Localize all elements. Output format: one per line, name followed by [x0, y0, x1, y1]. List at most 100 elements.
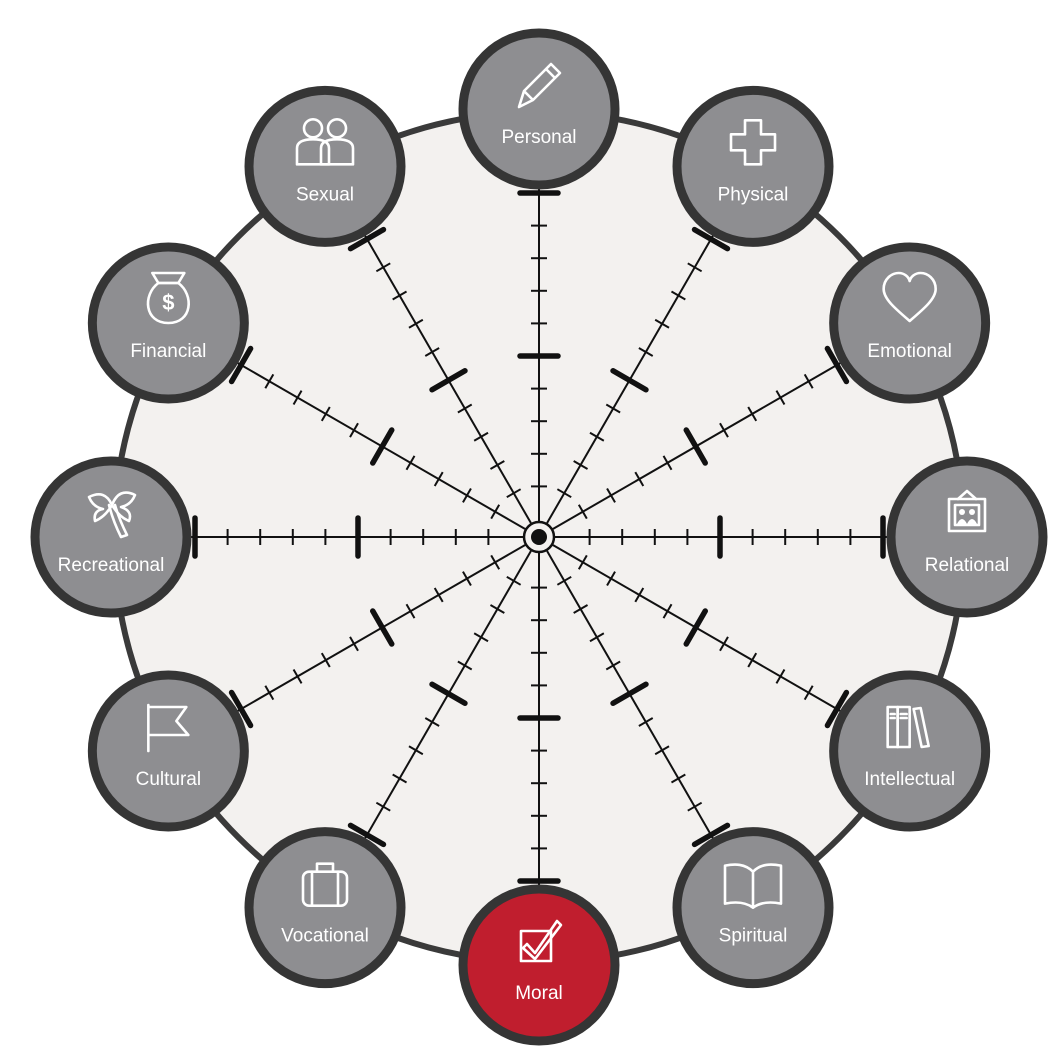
minor-tick: [662, 455, 673, 471]
spoke-line: [546, 231, 716, 524]
minor-tick: [573, 460, 589, 470]
cross-icon: [729, 119, 777, 166]
minor-tick: [292, 390, 303, 406]
minor-tick: [490, 504, 501, 520]
center-ring: [522, 520, 556, 554]
major-tick: [610, 681, 649, 707]
center-target: [522, 520, 556, 554]
spoke-recreational: [187, 515, 523, 559]
minor-tick: [264, 685, 275, 701]
major-tick: [429, 681, 468, 707]
spoke-spiritual: [546, 550, 731, 848]
minor-tick: [654, 745, 670, 756]
node-circle[interactable]: [458, 884, 620, 1046]
minor-tick: [489, 604, 505, 614]
major-tick: [429, 367, 468, 393]
spoke-cultural: [228, 544, 526, 729]
minor-tick: [349, 422, 359, 438]
spoke-vocational: [347, 550, 532, 848]
minor-tick: [589, 632, 605, 643]
minor-tick: [606, 571, 616, 587]
spoke-line: [362, 231, 532, 524]
family-portrait-icon: [947, 489, 987, 533]
spoke-line: [552, 360, 845, 530]
node-circle[interactable]: [244, 827, 406, 989]
spoke-line: [552, 544, 845, 714]
node-intellectual[interactable]: Intellectual: [829, 670, 991, 832]
heart-icon: [882, 271, 937, 323]
spoke-line: [233, 544, 526, 714]
minor-tick: [489, 460, 505, 470]
node-moral[interactable]: Moral: [458, 884, 620, 1046]
minor-tick: [320, 652, 331, 668]
node-circle[interactable]: [458, 28, 620, 190]
minor-tick: [320, 406, 331, 422]
minor-tick: [638, 347, 654, 357]
spoke-line: [233, 360, 526, 530]
node-label: Intellectual: [864, 769, 955, 790]
node-relational[interactable]: Relational: [886, 456, 1048, 618]
major-tick: [228, 345, 254, 385]
node-circle[interactable]: [886, 456, 1048, 618]
minor-tick: [264, 373, 275, 389]
node-circle[interactable]: [30, 456, 192, 618]
minor-tick: [408, 318, 424, 329]
node-recreational[interactable]: Recreational: [30, 456, 192, 618]
node-spiritual[interactable]: Spiritual: [672, 827, 834, 989]
money-bag-icon: $: [146, 271, 190, 325]
major-tick: [347, 226, 387, 252]
minor-tick: [719, 422, 729, 438]
minor-tick: [462, 571, 472, 587]
open-book-icon: [723, 863, 783, 909]
minor-tick: [349, 636, 359, 652]
briefcase-icon: [301, 862, 349, 907]
minor-tick: [634, 587, 645, 603]
minor-tick: [408, 745, 424, 756]
node-financial[interactable]: $Financial: [87, 242, 249, 404]
minor-tick: [775, 390, 786, 406]
minor-tick: [506, 488, 522, 499]
minor-tick: [577, 504, 588, 520]
minor-tick: [687, 801, 703, 812]
minor-tick: [433, 587, 444, 603]
node-label: Emotional: [867, 341, 952, 362]
node-label: Personal: [502, 127, 577, 148]
spokes: [187, 185, 891, 889]
node-circle[interactable]: [672, 85, 834, 247]
node-circle[interactable]: [829, 242, 991, 404]
node-circle[interactable]: [829, 670, 991, 832]
minor-tick: [392, 773, 408, 784]
minor-tick: [803, 373, 814, 389]
node-circle[interactable]: [244, 85, 406, 247]
minor-tick: [424, 347, 440, 357]
minor-tick: [670, 773, 686, 784]
minor-tick: [747, 406, 758, 422]
node-personal[interactable]: Personal: [458, 28, 620, 190]
major-tick: [824, 689, 850, 729]
major-tick: [683, 427, 709, 466]
minor-tick: [654, 318, 670, 329]
node-label: Physical: [718, 184, 789, 205]
minor-tick: [687, 262, 703, 273]
minor-tick: [670, 290, 686, 301]
node-label: Sexual: [296, 184, 354, 205]
node-sexual[interactable]: Sexual: [244, 85, 406, 247]
node-cultural[interactable]: Cultural: [87, 670, 249, 832]
minor-tick: [662, 603, 673, 619]
minor-tick: [473, 632, 489, 643]
minor-tick: [775, 668, 786, 684]
node-vocational[interactable]: Vocational: [244, 827, 406, 989]
minor-tick: [638, 717, 654, 727]
node-circle[interactable]: [87, 670, 249, 832]
major-tick: [683, 608, 709, 647]
checkbox-icon: [519, 919, 563, 963]
minor-tick: [292, 668, 303, 684]
node-emotional[interactable]: Emotional: [829, 242, 991, 404]
node-physical[interactable]: Physical: [672, 85, 834, 247]
spoke-intellectual: [552, 544, 850, 729]
minor-tick: [405, 603, 416, 619]
major-tick: [691, 822, 731, 848]
minor-tick: [605, 660, 621, 671]
major-tick: [369, 427, 395, 466]
